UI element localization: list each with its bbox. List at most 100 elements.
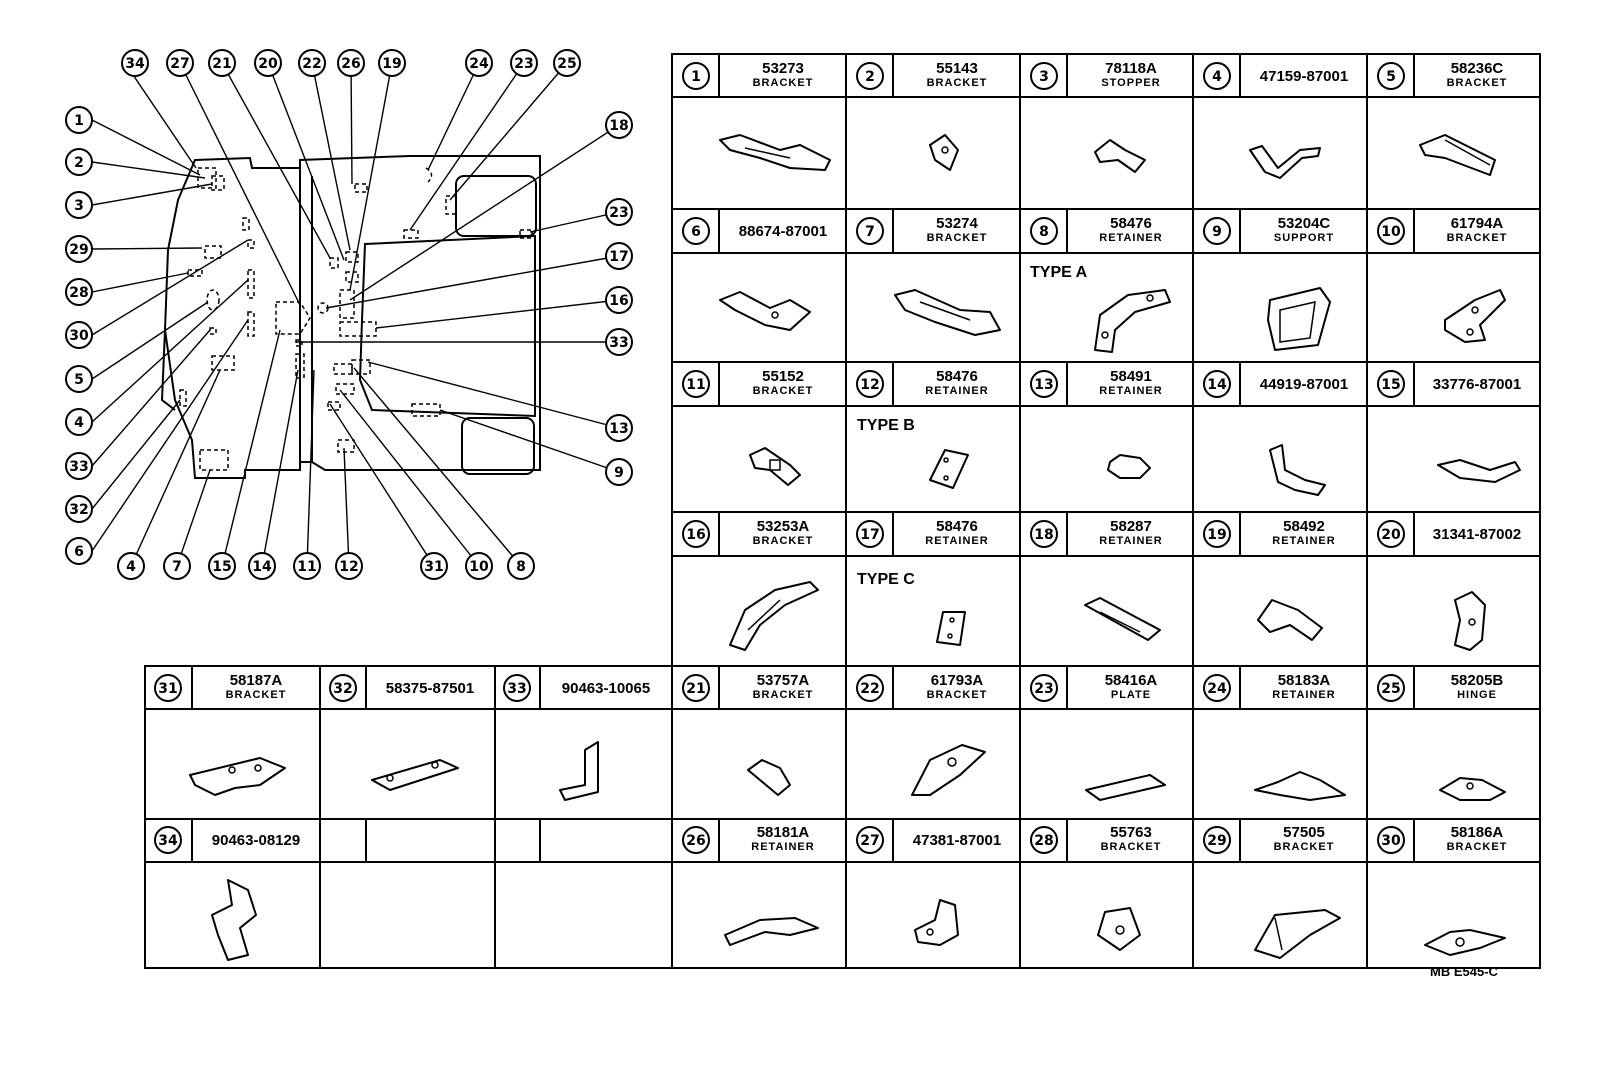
svg-text:24: 24	[469, 56, 489, 72]
svg-text:25: 25	[557, 56, 576, 72]
svg-text:32: 32	[333, 681, 352, 697]
svg-text:20: 20	[258, 56, 278, 72]
svg-text:21: 21	[212, 56, 231, 72]
type-c-label: TYPE C	[857, 571, 915, 588]
callout-18: 18	[605, 111, 633, 139]
callout-4-left: 4	[65, 408, 93, 436]
part-drawing-1	[719, 134, 831, 171]
svg-text:34: 34	[125, 56, 145, 72]
callout-9: 9	[605, 458, 633, 486]
svg-text:BRACKET: BRACKET	[1447, 232, 1508, 244]
part-drawing-11	[749, 447, 801, 486]
part-drawing-15	[1437, 459, 1521, 483]
callout-19: 19	[378, 49, 406, 77]
callout-30: 30	[65, 321, 93, 349]
svg-text:15: 15	[212, 559, 231, 575]
svg-text:8: 8	[1039, 224, 1049, 240]
number-box-dividers	[191, 54, 1415, 862]
part-drawing-18	[1084, 597, 1161, 641]
callout-29: 29	[65, 235, 93, 263]
svg-text:5: 5	[1386, 69, 1396, 85]
callout-14: 14	[248, 552, 276, 580]
part-drawing-20	[1454, 591, 1486, 651]
svg-text:BRACKET: BRACKET	[1447, 77, 1508, 89]
svg-text:27: 27	[860, 833, 879, 849]
part-drawing-10	[1444, 289, 1506, 343]
svg-text:17: 17	[609, 249, 628, 265]
callout-17: 17	[605, 242, 633, 270]
svg-text:23: 23	[514, 56, 533, 72]
callout-32: 32	[65, 495, 93, 523]
svg-text:BRACKET: BRACKET	[753, 385, 814, 397]
callout-25: 25	[553, 49, 581, 77]
svg-text:2: 2	[865, 69, 875, 85]
svg-text:58205B: 58205B	[1451, 672, 1504, 689]
part-drawing-9	[1267, 287, 1331, 351]
svg-text:BRACKET: BRACKET	[753, 689, 814, 701]
type-a-label: TYPE A	[1030, 264, 1088, 281]
part-drawing-28	[1097, 907, 1141, 951]
callout-15: 15	[208, 552, 236, 580]
callout-33-right: 33	[605, 328, 633, 356]
svg-text:BRACKET: BRACKET	[753, 77, 814, 89]
svg-text:53274: 53274	[936, 215, 978, 232]
svg-text:BRACKET: BRACKET	[927, 689, 988, 701]
svg-text:28: 28	[1034, 833, 1053, 849]
svg-text:RETAINER: RETAINER	[751, 841, 814, 853]
svg-text:61793A: 61793A	[931, 672, 984, 689]
part-drawing-2	[929, 134, 959, 171]
svg-text:6: 6	[74, 544, 84, 560]
svg-text:16: 16	[609, 293, 628, 309]
part-drawing-6	[719, 291, 811, 331]
part-drawing-24	[1254, 771, 1346, 801]
svg-text:90463-10065: 90463-10065	[562, 680, 650, 697]
svg-text:58492: 58492	[1283, 518, 1325, 535]
svg-text:BRACKET: BRACKET	[927, 77, 988, 89]
part-drawing-29	[1254, 909, 1341, 959]
part-drawing-22	[911, 744, 986, 796]
part-drawing-30	[1424, 929, 1506, 956]
callout-26: 26	[337, 49, 365, 77]
svg-text:RETAINER: RETAINER	[925, 535, 988, 547]
part-drawing-13	[1107, 454, 1151, 479]
svg-text:5: 5	[74, 372, 84, 388]
svg-text:30: 30	[69, 328, 89, 344]
part-drawing-34	[211, 879, 257, 961]
svg-text:BRACKET: BRACKET	[753, 535, 814, 547]
svg-text:10: 10	[469, 559, 489, 575]
svg-text:11: 11	[686, 377, 705, 393]
svg-text:RETAINER: RETAINER	[1099, 535, 1162, 547]
svg-text:8: 8	[516, 559, 526, 575]
svg-text:27: 27	[170, 56, 189, 72]
part-drawing-12	[929, 449, 969, 489]
callout-7: 7	[163, 552, 191, 580]
svg-text:4: 4	[74, 415, 84, 431]
svg-text:BRACKET: BRACKET	[1274, 841, 1335, 853]
svg-text:13: 13	[1034, 377, 1053, 393]
callout-31: 31	[420, 552, 448, 580]
svg-text:33: 33	[609, 335, 628, 351]
floor-plan	[160, 155, 541, 479]
svg-text:26: 26	[341, 56, 360, 72]
part-drawing-14	[1269, 444, 1326, 496]
svg-text:1: 1	[74, 113, 84, 129]
svg-text:58186A: 58186A	[1451, 824, 1504, 841]
callout-11: 11	[293, 552, 321, 580]
callout-21: 21	[208, 49, 236, 77]
part-drawings	[189, 134, 1521, 961]
svg-text:58491: 58491	[1110, 368, 1152, 385]
floor-plan-callouts: 34 27 21 20 22 26 19 24 23 25 1 2 3 29 2…	[65, 49, 633, 580]
